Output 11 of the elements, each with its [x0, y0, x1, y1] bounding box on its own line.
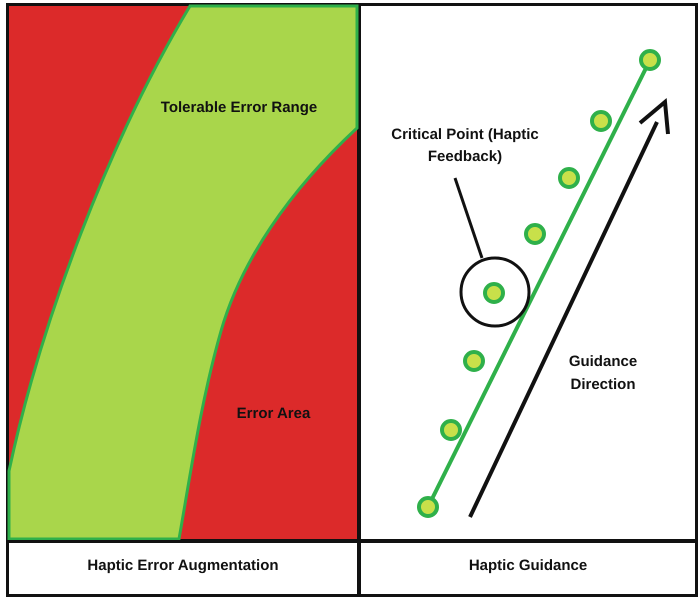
caption-box — [358, 540, 698, 597]
caption-text: Haptic Error Augmentation — [86, 557, 280, 574]
callout-label: Critical Point (Haptic Feedback) — [390, 125, 540, 167]
highlight-ring — [459, 256, 531, 328]
direction-label: Guidance Direction — [568, 352, 638, 395]
tolerance-band — [9, 6, 357, 539]
region-label: Error Area — [236, 405, 312, 422]
leader-line — [454, 178, 484, 258]
caption-text: Haptic Guidance — [468, 557, 588, 574]
region-label: Tolerable Error Range — [160, 99, 318, 116]
caption-box — [6, 540, 360, 597]
